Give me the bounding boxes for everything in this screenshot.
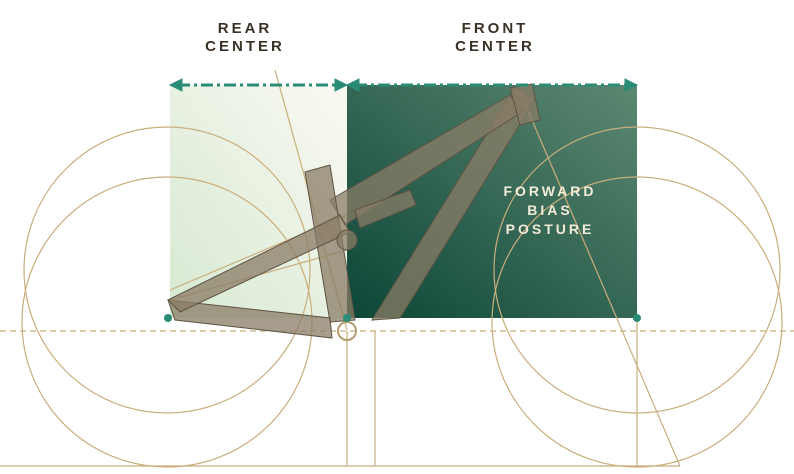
- front-wheel-circle-low: [491, 176, 783, 468]
- pivot: [336, 229, 358, 251]
- seat-tube: [304, 164, 356, 323]
- front-axle-dot: [633, 314, 641, 322]
- bb-dot: [343, 314, 351, 322]
- forward-bias-posture-label: FORWARD BIAS POSTURE: [490, 182, 610, 239]
- steering-axis-line: [519, 91, 681, 467]
- posture-label-line: BIAS: [527, 202, 573, 218]
- rear-wheel-circle: [23, 126, 311, 414]
- rear-label-line: REAR: [217, 20, 273, 37]
- bike-frame: [167, 83, 541, 339]
- posture-label-line: POSTURE: [505, 221, 595, 237]
- dimension-arrows: [168, 78, 639, 92]
- rear-label-line: CENTER: [205, 38, 285, 55]
- shock: [354, 189, 417, 229]
- chain-stay: [167, 299, 333, 339]
- posture-label-line: FORWARD: [503, 183, 597, 199]
- rear-center-label: REAR CENTER: [195, 20, 295, 56]
- front-label-line: CENTER: [455, 38, 535, 55]
- front-label-line: FRONT: [461, 20, 529, 37]
- rear-axle-dot: [164, 314, 172, 322]
- front-center-label: FRONT CENTER: [440, 20, 550, 56]
